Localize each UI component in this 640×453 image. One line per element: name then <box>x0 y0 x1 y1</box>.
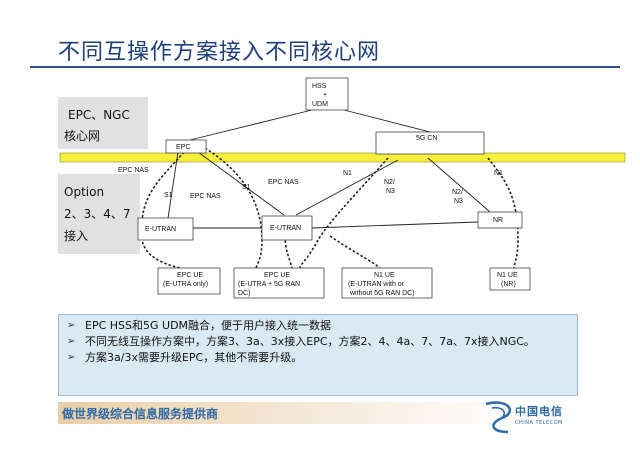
ue4-box <box>489 267 531 291</box>
eutran-left-box <box>137 217 194 241</box>
access-option-panel <box>58 174 140 254</box>
nr-box <box>477 211 523 229</box>
nas-link-ue1 <box>140 151 191 271</box>
bullet-item: ➢ 不同无线互操作方案中，方案3、3a、3x接入EPC，方案2、4、4a、7、7… <box>67 334 569 350</box>
dashed-links <box>140 147 519 271</box>
page-title: 不同互操作方案接入不同核心网 <box>58 40 381 65</box>
arrow-bullet-icon: ➢ <box>67 320 76 331</box>
link-label-epc-nas-right: EPC NAS <box>268 179 299 186</box>
ue2-label-3: DC) <box>238 290 250 297</box>
link-label-n1-left: N1 <box>343 170 352 177</box>
arrow-bullet-icon: ➢ <box>67 336 76 347</box>
bullet-text: 不同无线互操作方案中，方案3、3a、3x接入EPC，方案2、4、4a、7、7a、… <box>85 335 535 348</box>
hss-plus-label: + <box>323 92 327 99</box>
link-label-n2n3-left-1: N2/ <box>384 179 395 186</box>
udm-label: UDM <box>312 101 328 108</box>
core-panel-label-2: 核心网 <box>64 129 100 143</box>
ue3-box <box>341 267 433 299</box>
ue2-label-2: (E-UTRA + 5G RAN <box>238 281 300 288</box>
n1-link-ue4 <box>487 157 519 269</box>
link-n2n3-left <box>295 159 399 216</box>
ue1-label-1: EPC UE <box>177 272 203 279</box>
nas-link-center <box>284 235 293 269</box>
link-label-n2n3-right-1: N2/ <box>452 189 463 196</box>
eutran-left-label: E-UTRAN <box>145 226 176 233</box>
ue4-label-2: (NR) <box>501 281 516 288</box>
ue4-label-1: N1 UE <box>497 272 518 279</box>
ue1-label-2: (E-UTRA only) <box>163 281 208 288</box>
ue3-label-2: (E-UTRAN with or <box>348 281 405 288</box>
link-label-epc-nas-mid: EPC NAS <box>190 193 221 200</box>
bullet-item: ➢ 方案3a/3x需要升级EPC，其他不需要升级。 <box>67 350 569 366</box>
footer-band <box>58 402 528 424</box>
ue1-box <box>157 267 221 295</box>
epc-label: EPC <box>176 144 190 151</box>
logo-subtitle: CHINA TELECOM <box>515 420 563 426</box>
bullet-text: EPC HSS和5G UDM融合，便于用户接入统一数据 <box>85 319 332 332</box>
n1-link-ue3-b <box>329 235 381 269</box>
core-boundary-bar <box>59 152 626 163</box>
nas-link-ue2 <box>204 147 263 269</box>
link-s1-center <box>197 151 285 216</box>
summary-box: ➢ EPC HSS和5G UDM融合，便于用户接入统一数据 ➢ 不同无线互操作方… <box>58 314 578 396</box>
ue2-label-1: EPC UE <box>264 272 290 279</box>
core-network-panel <box>58 97 148 149</box>
hss-udm-box <box>305 77 349 111</box>
ue3-label-3: without 5G RAN DC) <box>349 290 415 297</box>
ue2-box <box>233 267 325 299</box>
nr-label: NR <box>493 217 503 224</box>
china-telecom-logo-icon <box>485 401 512 434</box>
eutran-center-box <box>261 215 313 241</box>
title-underline <box>30 66 620 68</box>
link-label-n2n3-right-2: N3 <box>454 198 463 205</box>
option-panel-label-1: Option <box>64 185 104 199</box>
bullet-item: ➢ EPC HSS和5G UDM融合，便于用户接入统一数据 <box>67 318 569 334</box>
ue3-label-1: N1 UE <box>374 272 395 279</box>
footer-slogan: 做世界级综合信息服务提供商 <box>62 407 219 421</box>
link-label-s1-mid: S1 <box>242 184 251 191</box>
epc-box <box>165 139 207 154</box>
eutran-center-label: E-UTRAN <box>270 225 301 232</box>
bullet-text: 方案3a/3x需要升级EPC，其他不需要升级。 <box>85 351 303 364</box>
network-diagram: EPC、NGC 核心网 Option 2、3、4、7 接入 <box>58 77 626 299</box>
arrow-bullet-icon: ➢ <box>67 352 76 363</box>
core-panel-label-1: EPC、NGC <box>68 108 130 122</box>
link-s1-left <box>167 151 179 219</box>
option-panel-label-2: 2、3、4、7 <box>64 207 131 221</box>
link-n2n3-right <box>427 157 491 213</box>
link-label-s1-left: S1 <box>164 192 173 199</box>
link-label-n1-right: N1 <box>494 170 503 177</box>
link-label-epc-nas-top: EPC NAS <box>118 167 149 174</box>
link-hss-5gcn <box>343 109 431 133</box>
hss-label: HSS <box>312 83 327 90</box>
5g-cn-label: 5G CN <box>416 135 437 142</box>
link-label-n2n3-left-2: N3 <box>386 188 395 195</box>
link-hss-epc <box>189 109 313 141</box>
logo-wordmark: 中国电信 <box>515 405 563 418</box>
option-panel-label-3: 接入 <box>64 228 88 243</box>
5g-cn-box <box>375 131 485 155</box>
solid-links <box>167 109 491 229</box>
n1-link-ue3 <box>299 157 389 269</box>
link-eutran-nr <box>311 221 479 229</box>
